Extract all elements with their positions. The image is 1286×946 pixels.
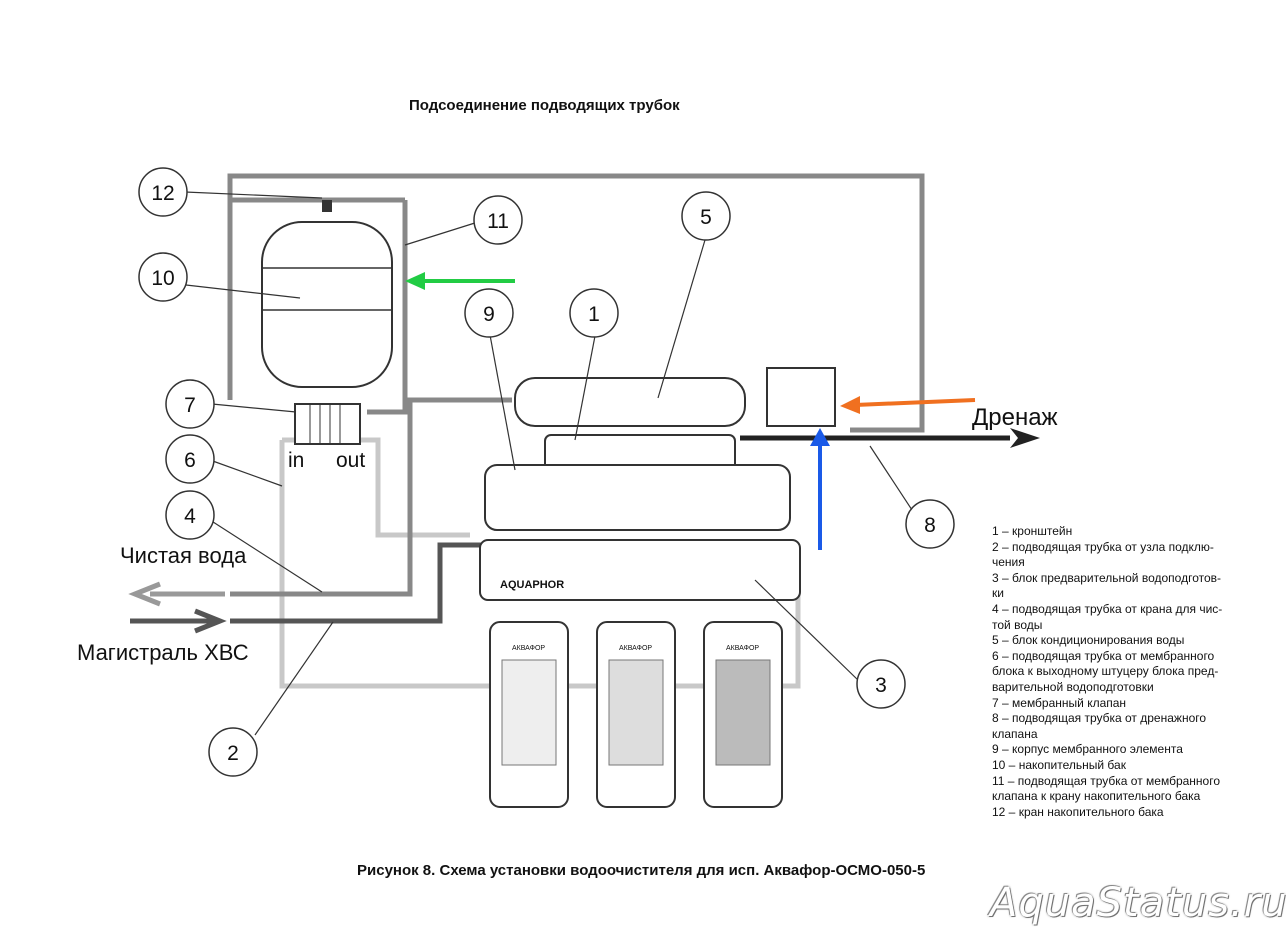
callout-2	[208, 727, 258, 777]
legend: 1 – кронштейн 2 – подводящая трубка от у…	[992, 524, 1262, 820]
callout-9-text: 9	[483, 303, 495, 326]
callout-12-text: 12	[151, 182, 174, 205]
callout-6-text: 6	[184, 449, 196, 472]
storage-tank	[261, 200, 393, 388]
filter-brand-2: АКВАФОР	[619, 645, 652, 652]
tube-4	[230, 397, 512, 597]
drain-arrowhead	[1010, 428, 1040, 448]
callout-1	[569, 288, 619, 338]
legend-line: 8 – подводящая трубка от дренажного	[992, 711, 1207, 726]
legend-line: 10 – накопительный бак	[992, 757, 1126, 772]
callout-12	[138, 167, 188, 217]
legend-line: той воды	[992, 617, 1043, 632]
legend-line: чения	[992, 555, 1025, 570]
callout-8-text: 8	[924, 514, 936, 537]
callout-11	[473, 195, 523, 245]
watermark: AquaStatus.ru	[990, 880, 1286, 926]
callout-4-text: 4	[184, 505, 196, 528]
label-clean-water: Чистая вода	[120, 543, 247, 568]
callout-11-text: 11	[487, 210, 509, 233]
filter-brand-3: АКВАФОР	[726, 645, 759, 652]
membrane-housing	[484, 464, 791, 531]
label-drain: Дренаж	[972, 404, 1058, 431]
callout-3	[856, 659, 906, 709]
legend-line: ки	[992, 586, 1004, 601]
legend-line: 9 – корпус мембранного элемента	[992, 742, 1183, 757]
legend-line: 6 – подводящая трубка от мембранного	[992, 648, 1215, 663]
legend-line: 7 – мембранный клапан	[992, 695, 1127, 710]
legend-line: блока к выходному штуцеру блока пред-	[992, 664, 1219, 679]
label-main-line: Магистраль ХВС	[77, 640, 249, 665]
legend-line: варительной водоподготовки	[992, 679, 1154, 694]
diagram-title: Подсоединение подводящих трубок	[409, 97, 680, 114]
filter-brand-1: АКВАФОР	[512, 645, 545, 652]
legend-line: 1 – кронштейн	[992, 524, 1073, 538]
legend-line: 5 – блок кондиционирования воды	[992, 633, 1185, 648]
tube-2	[230, 542, 490, 624]
label-in: in	[288, 449, 304, 472]
legend-line: клапана к крану накопительного бака	[992, 789, 1201, 804]
prefilter-block	[479, 539, 801, 808]
membrane-valve	[294, 403, 361, 445]
tube-6b	[282, 437, 470, 538]
legend-line: 12 – кран накопительного бака	[992, 804, 1164, 819]
label-brand: AQUAPHOR	[500, 579, 564, 591]
callout-10	[138, 252, 188, 302]
callout-5	[681, 191, 731, 241]
orange-arrow	[854, 398, 976, 407]
callout-5-text: 5	[700, 206, 712, 229]
legend-line: 4 – подводящая трубка от крана для чис-	[992, 601, 1223, 616]
callout-7	[165, 379, 215, 429]
callout-7-text: 7	[184, 394, 196, 417]
callout-8	[905, 499, 955, 549]
callout-3-text: 3	[875, 674, 887, 697]
figure-caption: Рисунок 8. Схема установки водоочистител…	[357, 862, 926, 879]
legend-line: 2 – подводящая трубка от узла подклю-	[992, 539, 1214, 554]
callout-1-text: 1	[588, 303, 600, 326]
legend-line: 3 – блок предварительной водоподготов-	[992, 570, 1222, 585]
conditioning-block	[514, 367, 836, 427]
tube-top-frame	[227, 173, 925, 433]
tube-11-loop	[367, 200, 408, 415]
label-out: out	[336, 449, 365, 472]
callout-2-text: 2	[227, 742, 239, 765]
callout-10-text: 10	[151, 267, 174, 290]
callout-4	[165, 490, 215, 540]
legend-line: клапана	[992, 726, 1038, 741]
legend-line: 11 – подводящая трубка от мембранного	[992, 773, 1221, 788]
callout-9	[464, 288, 514, 338]
callout-6	[165, 434, 215, 484]
